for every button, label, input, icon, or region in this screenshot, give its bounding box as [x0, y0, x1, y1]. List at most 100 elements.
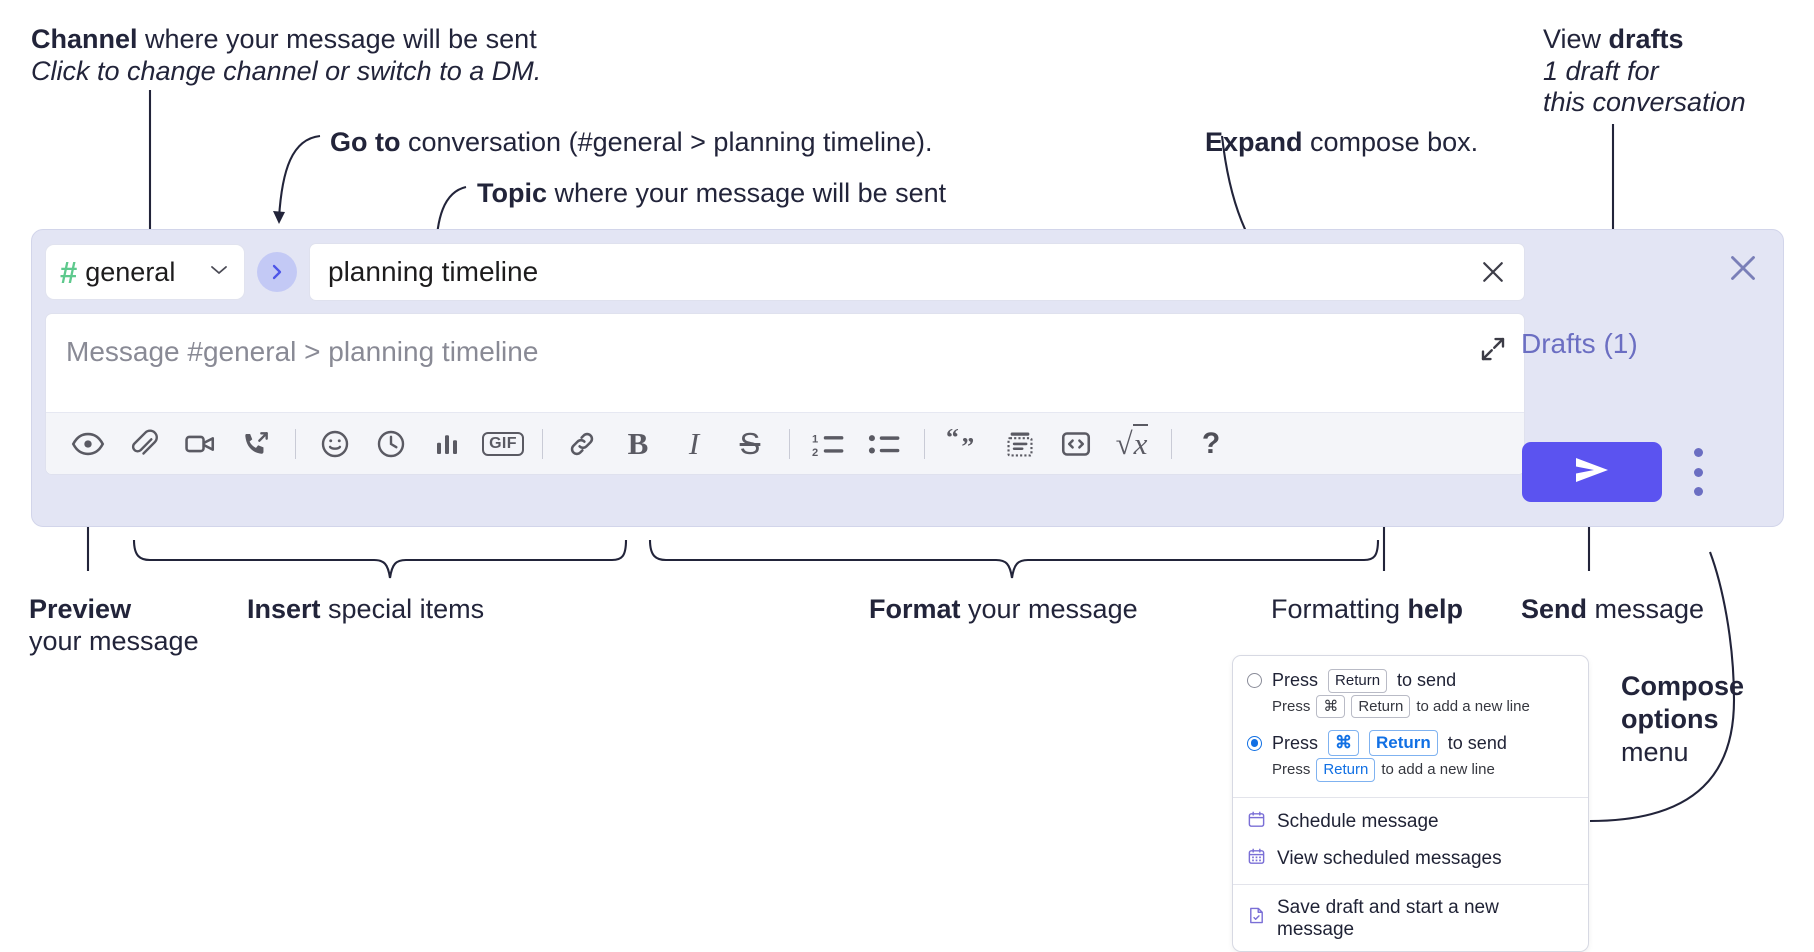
- svg-text:”: ”: [961, 431, 974, 459]
- annotation-help: Formatting help: [1271, 594, 1463, 626]
- menu-option-text-press: Press: [1272, 732, 1319, 753]
- expand-icon[interactable]: [1478, 334, 1508, 364]
- sub-newline-label: to add a new line: [1416, 697, 1530, 715]
- code-block-icon[interactable]: [992, 421, 1048, 467]
- formatting-toolbar: GIF B I S: [46, 412, 1524, 474]
- annotation-compose-options-bold2: options: [1621, 703, 1719, 734]
- attachment-icon[interactable]: [116, 421, 172, 467]
- annotation-help-bold: help: [1407, 594, 1464, 624]
- svg-text:“: “: [946, 429, 959, 451]
- gif-label: GIF: [482, 431, 524, 456]
- video-icon[interactable]: [172, 421, 228, 467]
- menu-item-save-draft[interactable]: Save draft and start a new message: [1233, 891, 1588, 951]
- annotation-send-rest: message: [1587, 594, 1705, 624]
- toolbar-divider: [789, 428, 790, 459]
- code-icon[interactable]: [1048, 421, 1104, 467]
- close-compose-button[interactable]: [1725, 250, 1761, 286]
- topic-clear-icon[interactable]: [1476, 255, 1510, 289]
- annotation-topic-rest: where your message will be sent: [547, 178, 947, 208]
- radio-icon-selected[interactable]: [1247, 735, 1262, 751]
- emoji-icon[interactable]: [307, 421, 363, 467]
- bold-icon[interactable]: B: [610, 421, 666, 467]
- annotation-channel-bold: Channel: [31, 24, 138, 54]
- annotation-channel: Channel where your message will be sent …: [31, 24, 541, 87]
- compose-options-menu: Press Return to send Press ⌘ Return to a…: [1232, 655, 1589, 952]
- ordered-list-icon[interactable]: 1 2: [801, 421, 857, 467]
- compose-header-row: # general planning timeline: [45, 243, 1525, 301]
- annotation-drafts-italic2: this conversation: [1543, 87, 1746, 118]
- bulleted-list-icon[interactable]: [857, 421, 913, 467]
- menu-option-text-tosend: to send: [1447, 732, 1507, 753]
- annotation-topic-bold: Topic: [477, 178, 547, 208]
- send-button[interactable]: [1522, 442, 1662, 502]
- compose-options-button[interactable]: [1693, 448, 1703, 496]
- annotation-help-prefix: Formatting: [1271, 594, 1408, 624]
- poll-icon[interactable]: [419, 421, 475, 467]
- toolbar-divider: [1171, 428, 1172, 459]
- annotation-topic: Topic where your message will be sent: [477, 178, 946, 210]
- preview-icon[interactable]: [60, 421, 116, 467]
- annotation-send: Send message: [1521, 594, 1704, 626]
- save-draft-icon: [1247, 906, 1266, 931]
- channel-selector[interactable]: # general: [45, 244, 245, 300]
- sub-press-label: Press: [1272, 697, 1311, 715]
- audio-call-icon[interactable]: [228, 421, 284, 467]
- more-vertical-dot: [1693, 487, 1703, 496]
- menu-option-cmd-return-to-send[interactable]: Press ⌘ Return to send: [1233, 727, 1588, 757]
- annotation-goto-rest: conversation (#general > planning timeli…: [400, 127, 933, 157]
- svg-text:1: 1: [812, 433, 818, 445]
- annotation-drafts-bold: drafts: [1608, 24, 1684, 54]
- toolbar-divider: [295, 428, 296, 459]
- topic-value: planning timeline: [328, 256, 539, 287]
- menu-item-view-scheduled-messages[interactable]: View scheduled messages: [1233, 841, 1588, 878]
- radio-icon[interactable]: [1247, 673, 1262, 689]
- menu-suboption-newline: Press Return to add a new line: [1233, 756, 1588, 791]
- svg-text:2: 2: [812, 446, 818, 458]
- annotation-insert-bold: Insert: [247, 594, 321, 624]
- menu-option-text-press: Press: [1272, 670, 1319, 691]
- help-icon[interactable]: ?: [1183, 421, 1239, 467]
- message-input-area[interactable]: Message #general > planning timeline: [45, 313, 1525, 475]
- calendar-icon: [1247, 810, 1266, 835]
- strikethrough-icon[interactable]: S: [722, 421, 778, 467]
- annotation-compose-options-bold1: Compose: [1621, 671, 1745, 701]
- key-return: Return: [1369, 730, 1438, 757]
- menu-item-label: Schedule message: [1277, 811, 1439, 833]
- topic-input[interactable]: planning timeline: [309, 243, 1525, 301]
- annotation-expand: Expand compose box.: [1205, 127, 1478, 159]
- menu-item-schedule-message[interactable]: Schedule message: [1233, 804, 1588, 841]
- annotation-goto-bold: Go to: [330, 127, 401, 157]
- menu-suboption-newline: Press ⌘ Return to add a new line: [1233, 693, 1588, 728]
- calendar-grid-icon: [1247, 847, 1266, 872]
- annotation-preview: Preview your message: [29, 594, 199, 657]
- menu-item-label: View scheduled messages: [1277, 848, 1502, 870]
- compose-fields: # general planning timeline Message #gen…: [45, 243, 1525, 475]
- annotation-insert-rest: special items: [320, 594, 485, 624]
- annotation-compose-options: Compose options menu: [1621, 670, 1744, 769]
- help-label: ?: [1201, 426, 1221, 460]
- italic-icon[interactable]: I: [666, 421, 722, 467]
- more-vertical-dot: [1693, 467, 1703, 477]
- blockquote-icon[interactable]: “ ”: [936, 421, 992, 467]
- chevron-down-icon: [208, 262, 230, 282]
- menu-option-return-to-send[interactable]: Press Return to send: [1233, 666, 1588, 693]
- clock-icon[interactable]: [363, 421, 419, 467]
- chevron-right-icon: [267, 262, 287, 282]
- compose-panel: # general planning timeline Message #gen…: [31, 229, 1784, 527]
- send-icon: [1570, 453, 1614, 492]
- gif-icon[interactable]: GIF: [475, 421, 531, 467]
- drafts-link[interactable]: Drafts (1): [1521, 328, 1638, 359]
- key-return: Return: [1351, 694, 1411, 718]
- key-command: ⌘: [1316, 694, 1346, 718]
- sub-press-label: Press: [1272, 761, 1311, 779]
- annotation-compose-options-rest: menu: [1621, 736, 1689, 767]
- annotation-drafts-italic1: 1 draft for: [1543, 55, 1659, 86]
- link-icon[interactable]: [554, 421, 610, 467]
- annotation-preview-bold: Preview: [29, 594, 132, 624]
- goto-conversation-button[interactable]: [257, 252, 297, 292]
- hash-icon: #: [60, 254, 78, 290]
- annotation-preview-line2: your message: [29, 625, 199, 656]
- latex-label: √x: [1115, 423, 1149, 461]
- menu-divider: [1233, 796, 1588, 798]
- latex-icon[interactable]: √x: [1104, 421, 1160, 467]
